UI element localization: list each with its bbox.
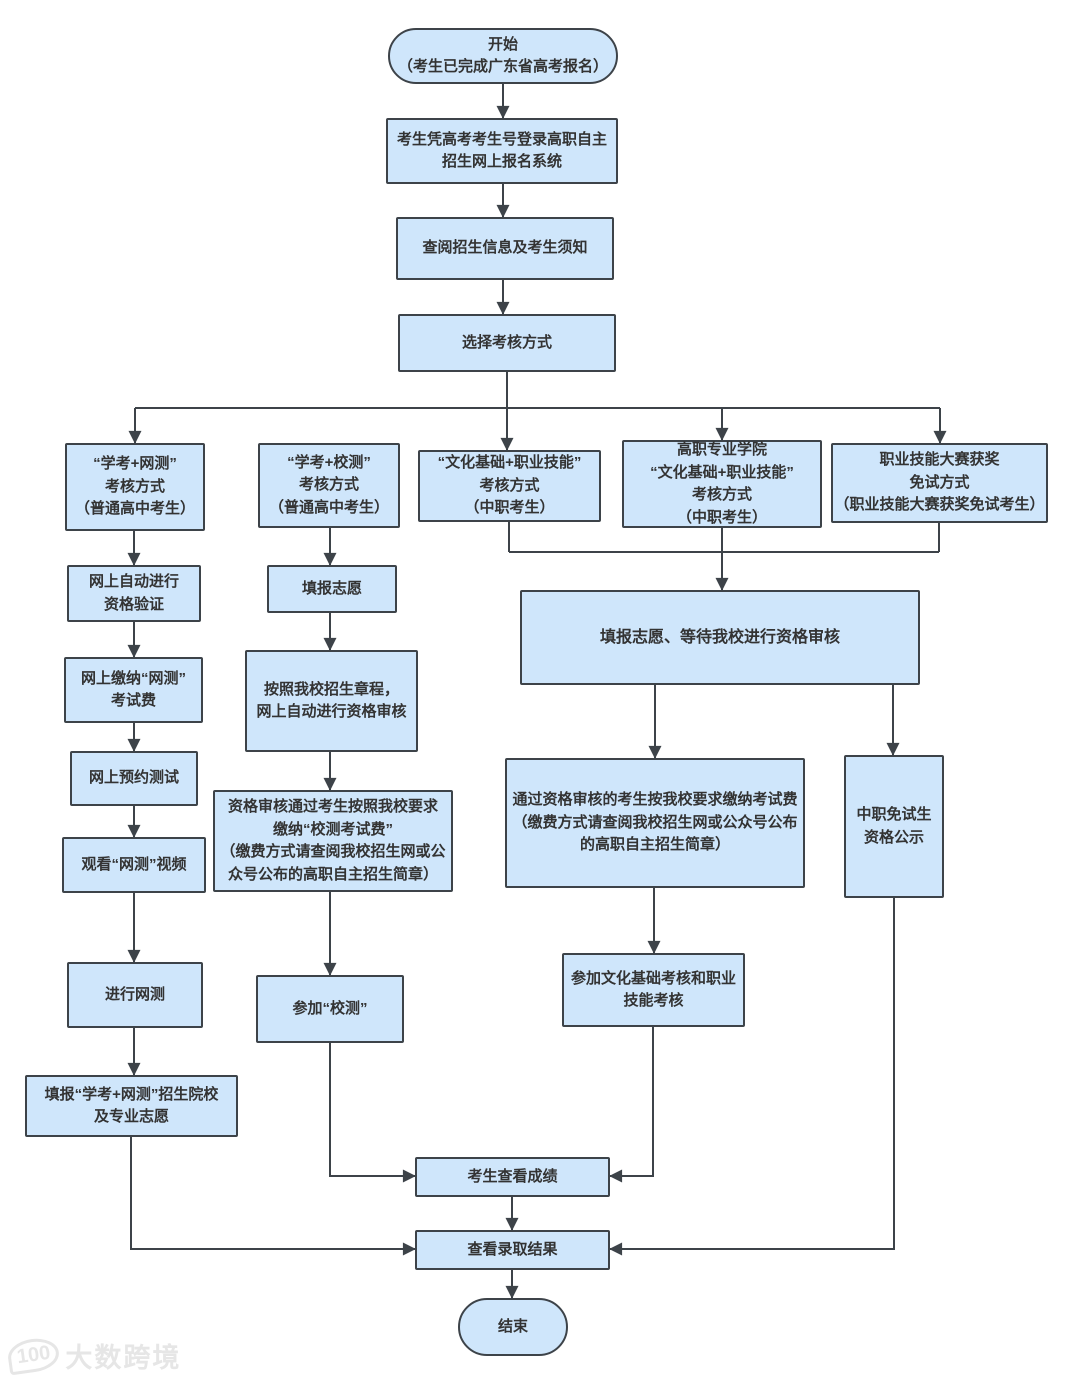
- watermark-brand: 大数跨境: [65, 1343, 182, 1373]
- node-take-xiaoce: 参加“校测”: [256, 975, 404, 1043]
- node-take-culture-skill-exam: 参加文化基础考核和职业 技能考核: [562, 953, 745, 1027]
- node-pay-exam-fee: 通过资格审核的考生按我校要求缴纳考试费 （缴费方式请查阅我校招生网或公众号公布 …: [505, 758, 805, 888]
- node-take-online-test: 进行网测: [67, 962, 203, 1028]
- watermark-logo-icon: 100: [5, 1335, 62, 1376]
- node-auto-qualification-review: 按照我校招生章程， 网上自动进行资格审核: [245, 650, 418, 752]
- node-wait-qualification-review: 填报志愿、等待我校进行资格审核: [520, 590, 920, 685]
- node-branch-xuekao-xiaoce: “学考+校测” 考核方式 （普通高中考生）: [258, 443, 400, 528]
- node-pay-wangce-fee: 网上缴纳“网测” 考试费: [64, 657, 203, 723]
- node-exempt-publicity: 中职免试生 资格公示: [844, 755, 944, 898]
- node-book-online-test: 网上预约测试: [70, 751, 198, 806]
- node-check-scores: 考生查看成绩: [415, 1157, 610, 1197]
- node-branch-culture-skill: “文化基础+职业技能” 考核方式 （中职考生）: [418, 450, 601, 522]
- node-branch-contest-exempt: 职业技能大赛获奖 免试方式 （职业技能大赛获奖免试考生）: [831, 443, 1048, 523]
- node-watch-wangce-video: 观看“网测”视频: [62, 837, 206, 893]
- node-check-admission-result: 查看录取结果: [415, 1230, 610, 1270]
- node-review-info: 查阅招生信息及考生须知: [396, 217, 614, 280]
- watermark: 100 大数跨境: [5, 1335, 182, 1376]
- node-auto-qualification-check: 网上自动进行 资格验证: [67, 565, 201, 622]
- node-branch-xuekao-wangce: “学考+网测” 考核方式 （普通高中考生）: [65, 443, 205, 531]
- node-branch-college-culture-skill: 高职专业学院 “文化基础+职业技能” 考核方式 （中职考生）: [622, 440, 822, 528]
- node-start: 开始 （考生已完成广东省高考报名）: [388, 28, 618, 84]
- node-fill-wangce-preferences: 填报“学考+网测”招生院校 及专业志愿: [25, 1075, 238, 1137]
- node-choose-method: 选择考核方式: [398, 314, 616, 372]
- node-pay-xiaoce-fee: 资格审核通过考生按照我校要求 缴纳“校测考试费” （缴费方式请查阅我校招生网或公…: [213, 790, 453, 892]
- node-end: 结束: [458, 1298, 568, 1356]
- node-fill-preferences: 填报志愿: [267, 565, 397, 613]
- node-login: 考生凭高考考生号登录高职自主 招生网上报名系统: [386, 118, 618, 184]
